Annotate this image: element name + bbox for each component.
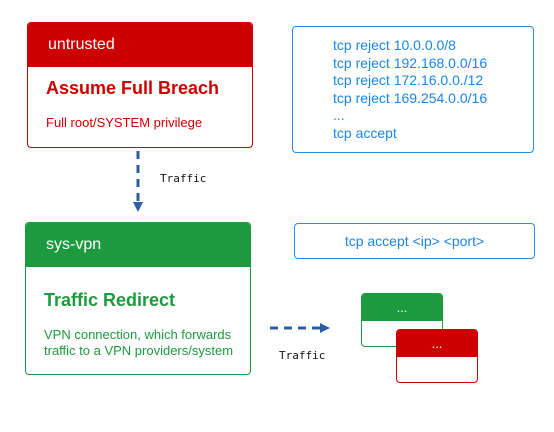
firewall-rules-list: tcp reject 10.0.0.0/8 tcp reject 192.168… — [333, 37, 487, 142]
firewall-rule: tcp accept — [333, 124, 397, 141]
traffic-label-top: Traffic — [160, 172, 207, 185]
destination-node-red-label: ... — [431, 336, 443, 351]
untrusted-header-label: untrusted — [48, 36, 115, 53]
vpn-rule-box: tcp accept <ip> <port> — [294, 223, 535, 259]
sys-vpn-description: VPN connection, which forwards traffic t… — [44, 327, 233, 359]
destination-node-green-header: ... — [362, 294, 442, 321]
destination-node-green-label: ... — [396, 300, 408, 315]
sys-vpn-description-line: traffic to a VPN providers/system — [44, 343, 234, 358]
firewall-rule: ... — [333, 107, 345, 123]
firewall-rule: tcp reject 192.168.0.0/16 — [333, 54, 488, 71]
sys-vpn-header-label: sys-vpn — [46, 236, 102, 253]
firewall-rules-box: tcp reject 10.0.0.0/8 tcp reject 192.168… — [292, 26, 534, 153]
firewall-rule: tcp reject 169.254.0.0/16 — [333, 89, 488, 106]
vpn-rule: tcp accept <ip> <port> — [344, 233, 485, 249]
firewall-rule: tcp reject 10.0.0.0/8 — [333, 37, 456, 53]
untrusted-title: Assume Full Breach — [46, 78, 220, 98]
sys-vpn-description-line: VPN connection, which forwards — [44, 327, 232, 342]
sys-vpn-title: Traffic Redirect — [44, 290, 176, 310]
sys-vpn-box: sys-vpn Traffic Redirect VPN connection,… — [25, 222, 251, 375]
destination-node-red: ... — [396, 329, 478, 383]
untrusted-header: untrusted — [28, 23, 252, 67]
untrusted-box: untrusted Assume Full Breach Full root/S… — [27, 22, 253, 148]
sys-vpn-header: sys-vpn — [26, 223, 250, 267]
untrusted-description: Full root/SYSTEM privilege — [46, 115, 203, 130]
destination-node-red-header: ... — [397, 330, 477, 357]
firewall-rule: tcp reject 172.16.0.0./12 — [333, 72, 484, 88]
traffic-label-bottom: Traffic — [279, 349, 326, 362]
